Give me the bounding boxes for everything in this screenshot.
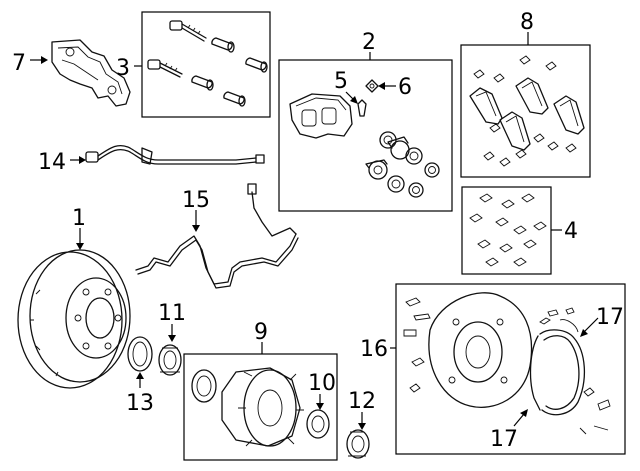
inner-bearing-drawing xyxy=(158,344,182,376)
callout-7: 7 xyxy=(12,51,26,76)
caliper-assembly-drawing xyxy=(289,79,440,198)
callout-1: 1 xyxy=(72,206,86,231)
wheel-hub-drawing xyxy=(191,367,330,447)
callout-6: 6 xyxy=(398,75,412,100)
callout-10: 10 xyxy=(308,371,336,396)
callout-2: 2 xyxy=(362,30,376,55)
backing-plate-drawing xyxy=(403,292,575,408)
abs-sensor-wire-drawing xyxy=(135,183,299,289)
callout-5: 5 xyxy=(334,69,348,94)
callout-13: 13 xyxy=(126,391,154,416)
outer-bearing-drawing xyxy=(346,429,370,459)
box-group-8-pads xyxy=(460,44,591,178)
callout-11: 11 xyxy=(158,301,186,326)
callout-17-bottom: 17 xyxy=(490,427,518,452)
callout-17-right: 17 xyxy=(596,305,624,330)
box-group-3-bolts xyxy=(141,11,271,118)
callout-4: 4 xyxy=(564,219,578,244)
box-group-9-hub xyxy=(183,353,338,461)
leader-lines xyxy=(30,32,599,430)
bearing-race-drawing xyxy=(127,336,153,372)
pad-clips-drawing xyxy=(469,193,547,267)
parking-brake-shoes-drawing xyxy=(529,319,611,435)
box-group-4-clips xyxy=(461,186,552,275)
callout-14: 14 xyxy=(38,150,66,175)
caliper-bracket-drawing xyxy=(51,39,131,107)
box-group-16-backing xyxy=(395,283,626,455)
callout-12: 12 xyxy=(348,389,376,414)
box-group-2-caliper xyxy=(278,59,453,212)
callout-15: 15 xyxy=(182,188,210,213)
callout-3: 3 xyxy=(116,56,130,81)
callout-16: 16 xyxy=(360,337,388,362)
brake-rotor-drawing xyxy=(17,249,131,389)
guide-pin-bolts-drawing xyxy=(147,20,268,107)
brake-pads-drawing xyxy=(469,55,585,167)
callout-8: 8 xyxy=(520,10,534,35)
brake-hose-drawing xyxy=(85,144,265,165)
callout-9: 9 xyxy=(254,320,268,345)
